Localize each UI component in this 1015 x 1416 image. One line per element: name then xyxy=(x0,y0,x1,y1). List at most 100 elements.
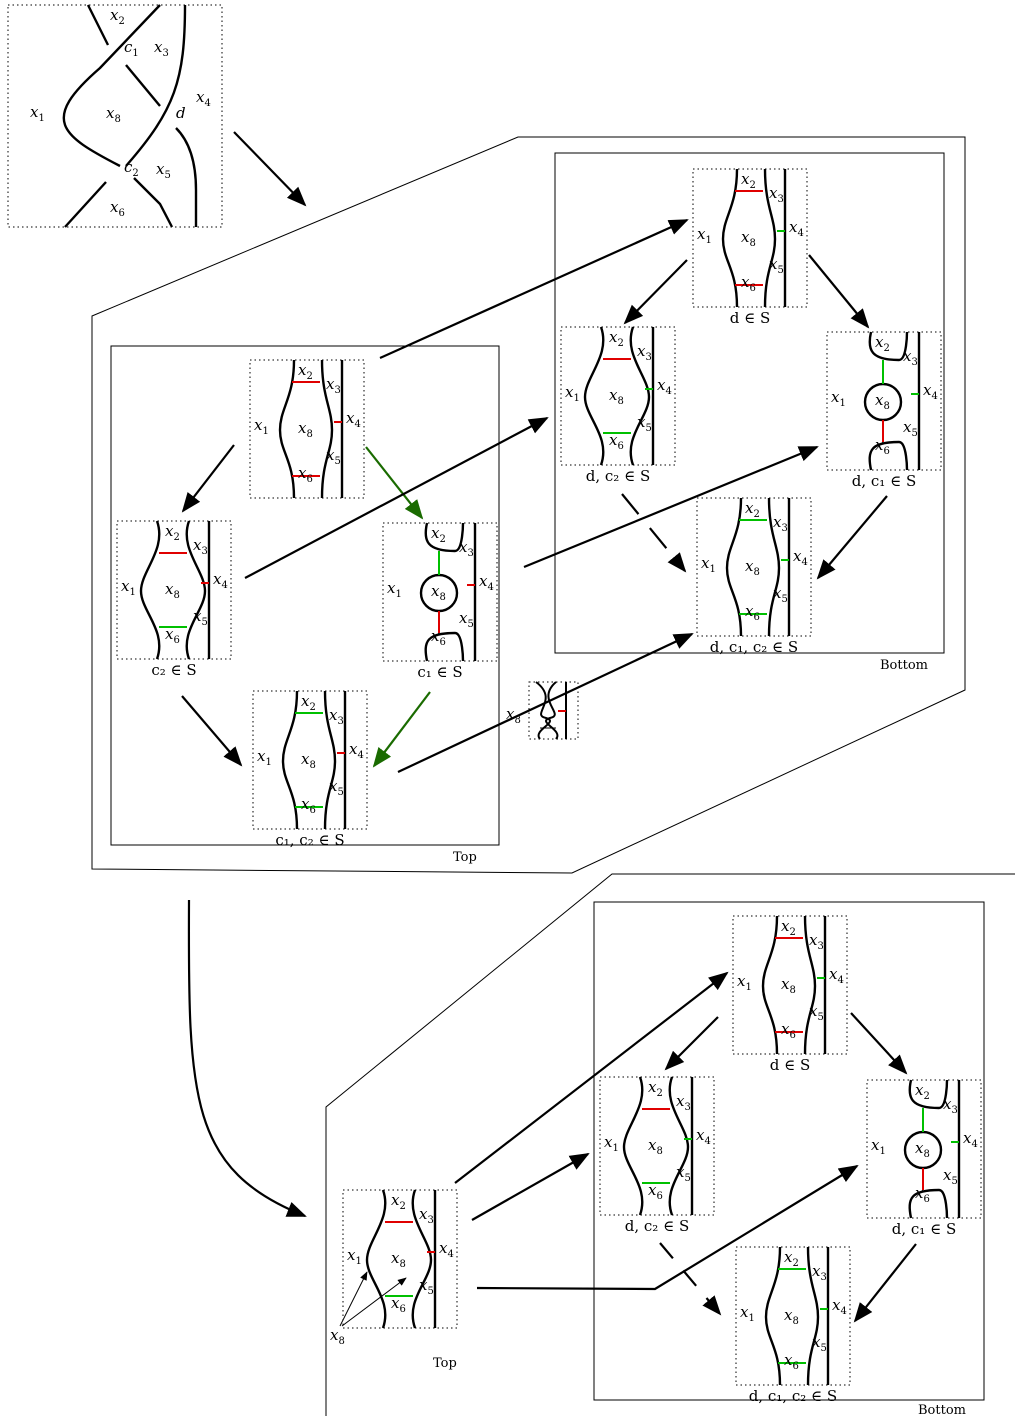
svg-text:x4: x4 xyxy=(346,409,361,430)
svg-text:x2: x2 xyxy=(110,6,125,27)
svg-text:x2: x2 xyxy=(609,328,624,349)
arrow-l0-l2 xyxy=(850,1012,908,1075)
arrow-t0-b0 xyxy=(379,218,689,360)
svg-text:x3: x3 xyxy=(154,38,169,59)
svg-text:x8: x8 xyxy=(506,705,521,726)
panel-caption: d, c₁ ∈ S xyxy=(892,1220,956,1238)
svg-text:x8: x8 xyxy=(165,580,180,601)
x8-inset-panel: x8 xyxy=(506,681,579,740)
svg-text:x4: x4 xyxy=(793,547,808,568)
svg-text:x1: x1 xyxy=(565,383,580,404)
svg-text:x5: x5 xyxy=(459,609,474,630)
svg-text:x5: x5 xyxy=(193,607,208,628)
svg-text:x4: x4 xyxy=(829,965,844,986)
arrow-b1-b3 xyxy=(621,493,687,573)
svg-text:x2: x2 xyxy=(431,524,446,545)
svg-text:x6: x6 xyxy=(875,436,890,457)
svg-text:x8: x8 xyxy=(391,1249,406,1270)
svg-text:x3: x3 xyxy=(943,1095,958,1116)
svg-text:x8: x8 xyxy=(784,1306,799,1327)
panel-caption: d, c₁, c₂ ∈ S xyxy=(710,638,798,656)
svg-text:x6: x6 xyxy=(741,273,756,294)
svg-text:x2: x2 xyxy=(165,522,180,543)
upper-top-frame-label: Top xyxy=(453,850,477,865)
svg-text:x2: x2 xyxy=(915,1081,930,1102)
svg-text:x8: x8 xyxy=(609,386,624,407)
arrow-b0-b1 xyxy=(623,259,688,325)
svg-text:x3: x3 xyxy=(903,347,918,368)
svg-text:x4: x4 xyxy=(923,381,938,402)
svg-text:x8: x8 xyxy=(301,750,316,771)
svg-text:x3: x3 xyxy=(773,513,788,534)
svg-text:x5: x5 xyxy=(903,418,918,439)
x8-annotation: x8 xyxy=(330,1271,407,1347)
svg-text:x6: x6 xyxy=(165,625,180,646)
svg-text:x1: x1 xyxy=(737,972,752,993)
svg-text:x3: x3 xyxy=(329,706,344,727)
svg-text:x4: x4 xyxy=(213,570,228,591)
svg-text:x3: x3 xyxy=(769,184,784,205)
svg-text:x3: x3 xyxy=(676,1092,691,1113)
lower-outer-frame xyxy=(325,873,1015,1416)
svg-text:x6: x6 xyxy=(915,1184,930,1205)
arrow-t0-t2 xyxy=(365,446,424,520)
svg-text:x6: x6 xyxy=(784,1351,799,1372)
knot-diagram xyxy=(7,4,223,228)
panel-caption: d, c₁ ∈ S xyxy=(852,472,916,490)
svg-text:x5: x5 xyxy=(812,1333,827,1354)
svg-text:x1: x1 xyxy=(387,579,402,600)
svg-text:x6: x6 xyxy=(431,627,446,648)
svg-text:x4: x4 xyxy=(196,88,211,109)
svg-text:x2: x2 xyxy=(298,361,313,382)
svg-text:x4: x4 xyxy=(832,1296,847,1317)
panel-caption: c₁, c₂ ∈ S xyxy=(275,831,344,849)
svg-text:d: d xyxy=(176,104,186,122)
svg-text:x5: x5 xyxy=(809,1002,824,1023)
svg-text:x5: x5 xyxy=(329,777,344,798)
svg-text:x6: x6 xyxy=(609,431,624,452)
svg-text:x8: x8 xyxy=(745,557,760,578)
svg-text:x4: x4 xyxy=(349,740,364,761)
svg-text:x8: x8 xyxy=(781,975,796,996)
svg-text:x2: x2 xyxy=(741,170,756,191)
svg-text:x1: x1 xyxy=(30,103,45,124)
svg-text:x8: x8 xyxy=(648,1136,663,1157)
arrow-b0-b2 xyxy=(808,254,870,329)
panel-caption: d, c₂ ∈ S xyxy=(625,1217,689,1235)
svg-text:x3: x3 xyxy=(326,375,341,396)
lower-bottom-frame xyxy=(593,901,985,1401)
svg-text:x1: x1 xyxy=(257,747,272,768)
svg-text:x2: x2 xyxy=(301,692,316,713)
arrow-l-t-l1 xyxy=(471,1153,590,1221)
upper-arrows xyxy=(181,218,888,773)
panel-caption: c₁ ∈ S xyxy=(417,663,462,681)
panel-caption: d, c₂ ∈ S xyxy=(586,467,650,485)
svg-text:x8: x8 xyxy=(741,228,756,249)
svg-text:x8: x8 xyxy=(330,1326,345,1347)
svg-text:x5: x5 xyxy=(637,413,652,434)
lower-arrows xyxy=(454,971,917,1323)
panel-caption: c₂ ∈ S xyxy=(151,661,196,679)
svg-text:x4: x4 xyxy=(696,1126,711,1147)
svg-text:x5: x5 xyxy=(769,255,784,276)
arrow-t2-t3 xyxy=(372,691,431,768)
arrow-t0-t1 xyxy=(181,444,235,513)
svg-text:x5: x5 xyxy=(419,1276,434,1297)
arrow-t1-t3 xyxy=(181,695,243,767)
svg-text:x1: x1 xyxy=(740,1303,755,1324)
arrow-knot-to-cube xyxy=(233,131,307,207)
svg-text:x2: x2 xyxy=(875,333,890,354)
arrow-l0-l1 xyxy=(664,1016,719,1071)
panel-caption: d ∈ S xyxy=(770,1056,811,1074)
